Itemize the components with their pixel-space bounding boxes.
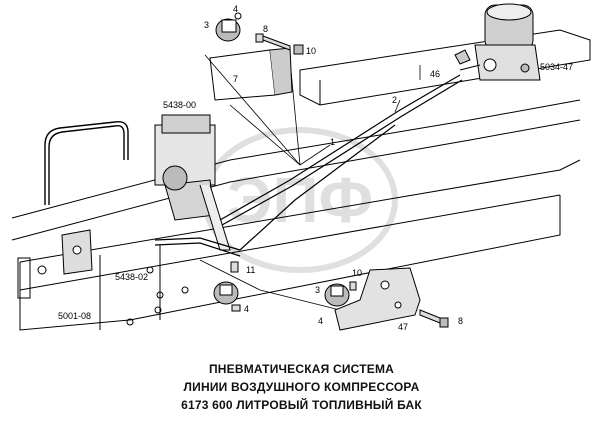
- callout-7: 7: [233, 74, 238, 84]
- callout-5438-00: 5438-00: [163, 100, 196, 110]
- caption-line-1: ПНЕВМАТИЧЕСКАЯ СИСТЕМА: [208, 362, 395, 376]
- callout-2: 2: [392, 95, 397, 105]
- svg-text:ЭПФ: ЭПФ: [227, 164, 373, 236]
- callout-47: 47: [398, 322, 408, 332]
- callouts: 3 4 8 10 7 5438-00 46 2 1 5034-47 5438-0…: [58, 4, 573, 332]
- bracket-47: [334, 267, 421, 331]
- loop-pipe: [44, 121, 129, 205]
- callout-4-upper: 4: [233, 4, 238, 14]
- callout-8-upper: 8: [263, 24, 268, 34]
- callout-10-lower: 10: [352, 268, 362, 278]
- callout-4-lower-right: 4: [318, 316, 323, 326]
- callout-3-lower: 3: [315, 285, 320, 295]
- frame-bracket: [61, 229, 93, 275]
- callout-1: 1: [330, 137, 335, 147]
- caption-line-2: ЛИНИИ ВОЗДУШНОГО КОМПРЕССОРА: [183, 380, 420, 394]
- bracket-7: [209, 47, 293, 101]
- callout-4-lower-left: 4: [244, 304, 249, 314]
- clamp-lower-left: [213, 261, 241, 312]
- callout-5034-47: 5034-47: [540, 62, 573, 72]
- clamp-3-lower: [324, 281, 357, 307]
- air-dryer: [454, 3, 541, 81]
- callout-46: 46: [430, 69, 440, 79]
- callout-5438-02: 5438-02: [115, 272, 148, 282]
- callout-10-upper: 10: [306, 46, 316, 56]
- frame-end: [17, 257, 189, 326]
- watermark: ЭПФ: [202, 127, 398, 273]
- callout-11: 11: [246, 265, 255, 275]
- bolt-8-lower: [419, 309, 449, 328]
- air-compressor: [154, 114, 231, 251]
- callout-3-upper: 3: [204, 20, 209, 30]
- bolt-8-upper: [255, 33, 304, 55]
- caption-line-3: 6173 600 ЛИТРОВЫЙ ТОПЛИВНЫЙ БАК: [181, 398, 422, 412]
- callout-8-lower: 8: [458, 316, 463, 326]
- frame-rail: [11, 99, 581, 331]
- clamp-3-upper: [215, 12, 242, 42]
- callout-5001-08: 5001-08: [58, 311, 91, 321]
- air-pipes: [154, 74, 463, 257]
- cross-member: [299, 29, 591, 106]
